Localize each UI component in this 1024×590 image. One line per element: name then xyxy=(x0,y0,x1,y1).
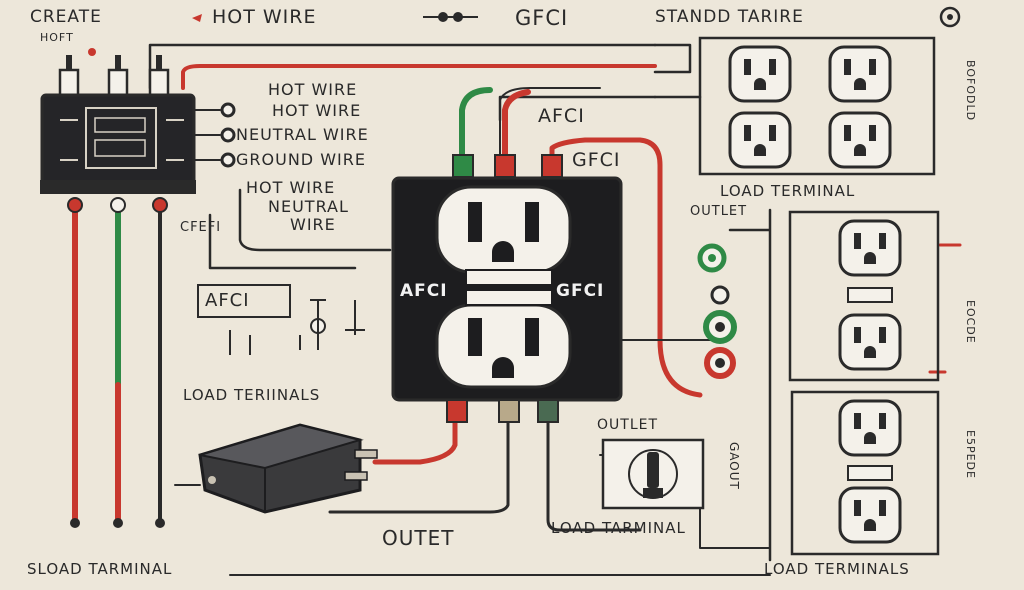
label-outlet-lower: OUTLET xyxy=(597,417,659,433)
wire-device-bottom-dark xyxy=(328,398,510,514)
label-gaout: GAOUT xyxy=(727,442,741,490)
title-gfci: GFCI xyxy=(515,6,569,30)
outlet-panel-bottom xyxy=(790,390,940,556)
label-outet-bottom: OUTET xyxy=(382,526,455,550)
outlet-panel-top xyxy=(698,36,936,176)
side-label-mid: EOCDE xyxy=(964,300,977,344)
indicator-rings xyxy=(697,243,737,379)
header-decorations xyxy=(88,6,961,56)
wire-device-bottom-green xyxy=(546,398,642,532)
breaker-panel xyxy=(40,55,196,528)
side-label-low: E5PEDE xyxy=(964,430,977,479)
label-sload-tarminal: SLOAD TARMINAL xyxy=(27,560,173,578)
wire-device-red xyxy=(502,89,531,163)
label-load-terminals-bottom: LOAD TERMINALS xyxy=(764,560,910,578)
relay-block xyxy=(198,423,378,514)
wire-device-dark-top xyxy=(499,87,601,161)
wire-top-red xyxy=(181,64,657,90)
small-outlet xyxy=(601,438,705,510)
title-standd-tarire: STANDD TARIRE xyxy=(655,7,804,27)
label-load-terminals-left: LOAD TERIINALS xyxy=(183,386,321,404)
wire-device-red2 xyxy=(549,137,703,398)
label-neutral-wire: NEUTRAL WIRE xyxy=(236,125,369,144)
title-create: CREATE xyxy=(30,7,102,27)
label-afci-top: AFCI xyxy=(538,105,585,127)
label-neutral: NEUTRAL xyxy=(268,197,349,216)
label-wire: WIRE xyxy=(290,215,336,234)
afci-label-box xyxy=(197,284,365,355)
label-ground-wire: GROUND WIRE xyxy=(236,150,366,169)
terminal-screws xyxy=(220,102,236,168)
label-load-tarminal-mid: LOAD TARMINAL xyxy=(551,519,686,537)
wire-device-green xyxy=(459,87,493,163)
wire-right-vertical xyxy=(728,208,772,562)
outlet-panel-mid xyxy=(788,210,940,382)
label-afci-box: AFCI xyxy=(205,290,250,311)
title-hot-wire: HOT WIRE xyxy=(212,6,317,28)
afci-gfci-device xyxy=(391,154,623,423)
label-hot-wire-1: HOT WIRE xyxy=(268,80,358,99)
corner-tag: HOFT xyxy=(40,31,74,44)
side-label-top: BOFODLD xyxy=(964,60,977,122)
label-cfefi: CFEFI xyxy=(180,220,222,235)
wire-hotwire-lead xyxy=(238,188,392,252)
device-label-gfci: GFCI xyxy=(556,281,605,301)
wire-outlet-feed-top xyxy=(653,43,692,74)
label-outlet-mid: OUTLET xyxy=(690,204,748,219)
label-gfci-top: GFCI xyxy=(572,149,621,171)
device-label-afci: AFCI xyxy=(400,281,448,301)
wire-device-bottom-red xyxy=(372,397,458,465)
wire-cfefi-lead xyxy=(208,213,357,270)
label-load-terminal-top: LOAD TERMINAL xyxy=(720,182,856,200)
label-hot-wire-3: HOT WIRE xyxy=(246,178,336,197)
label-hot-wire-2: HOT WIRE xyxy=(272,101,362,120)
